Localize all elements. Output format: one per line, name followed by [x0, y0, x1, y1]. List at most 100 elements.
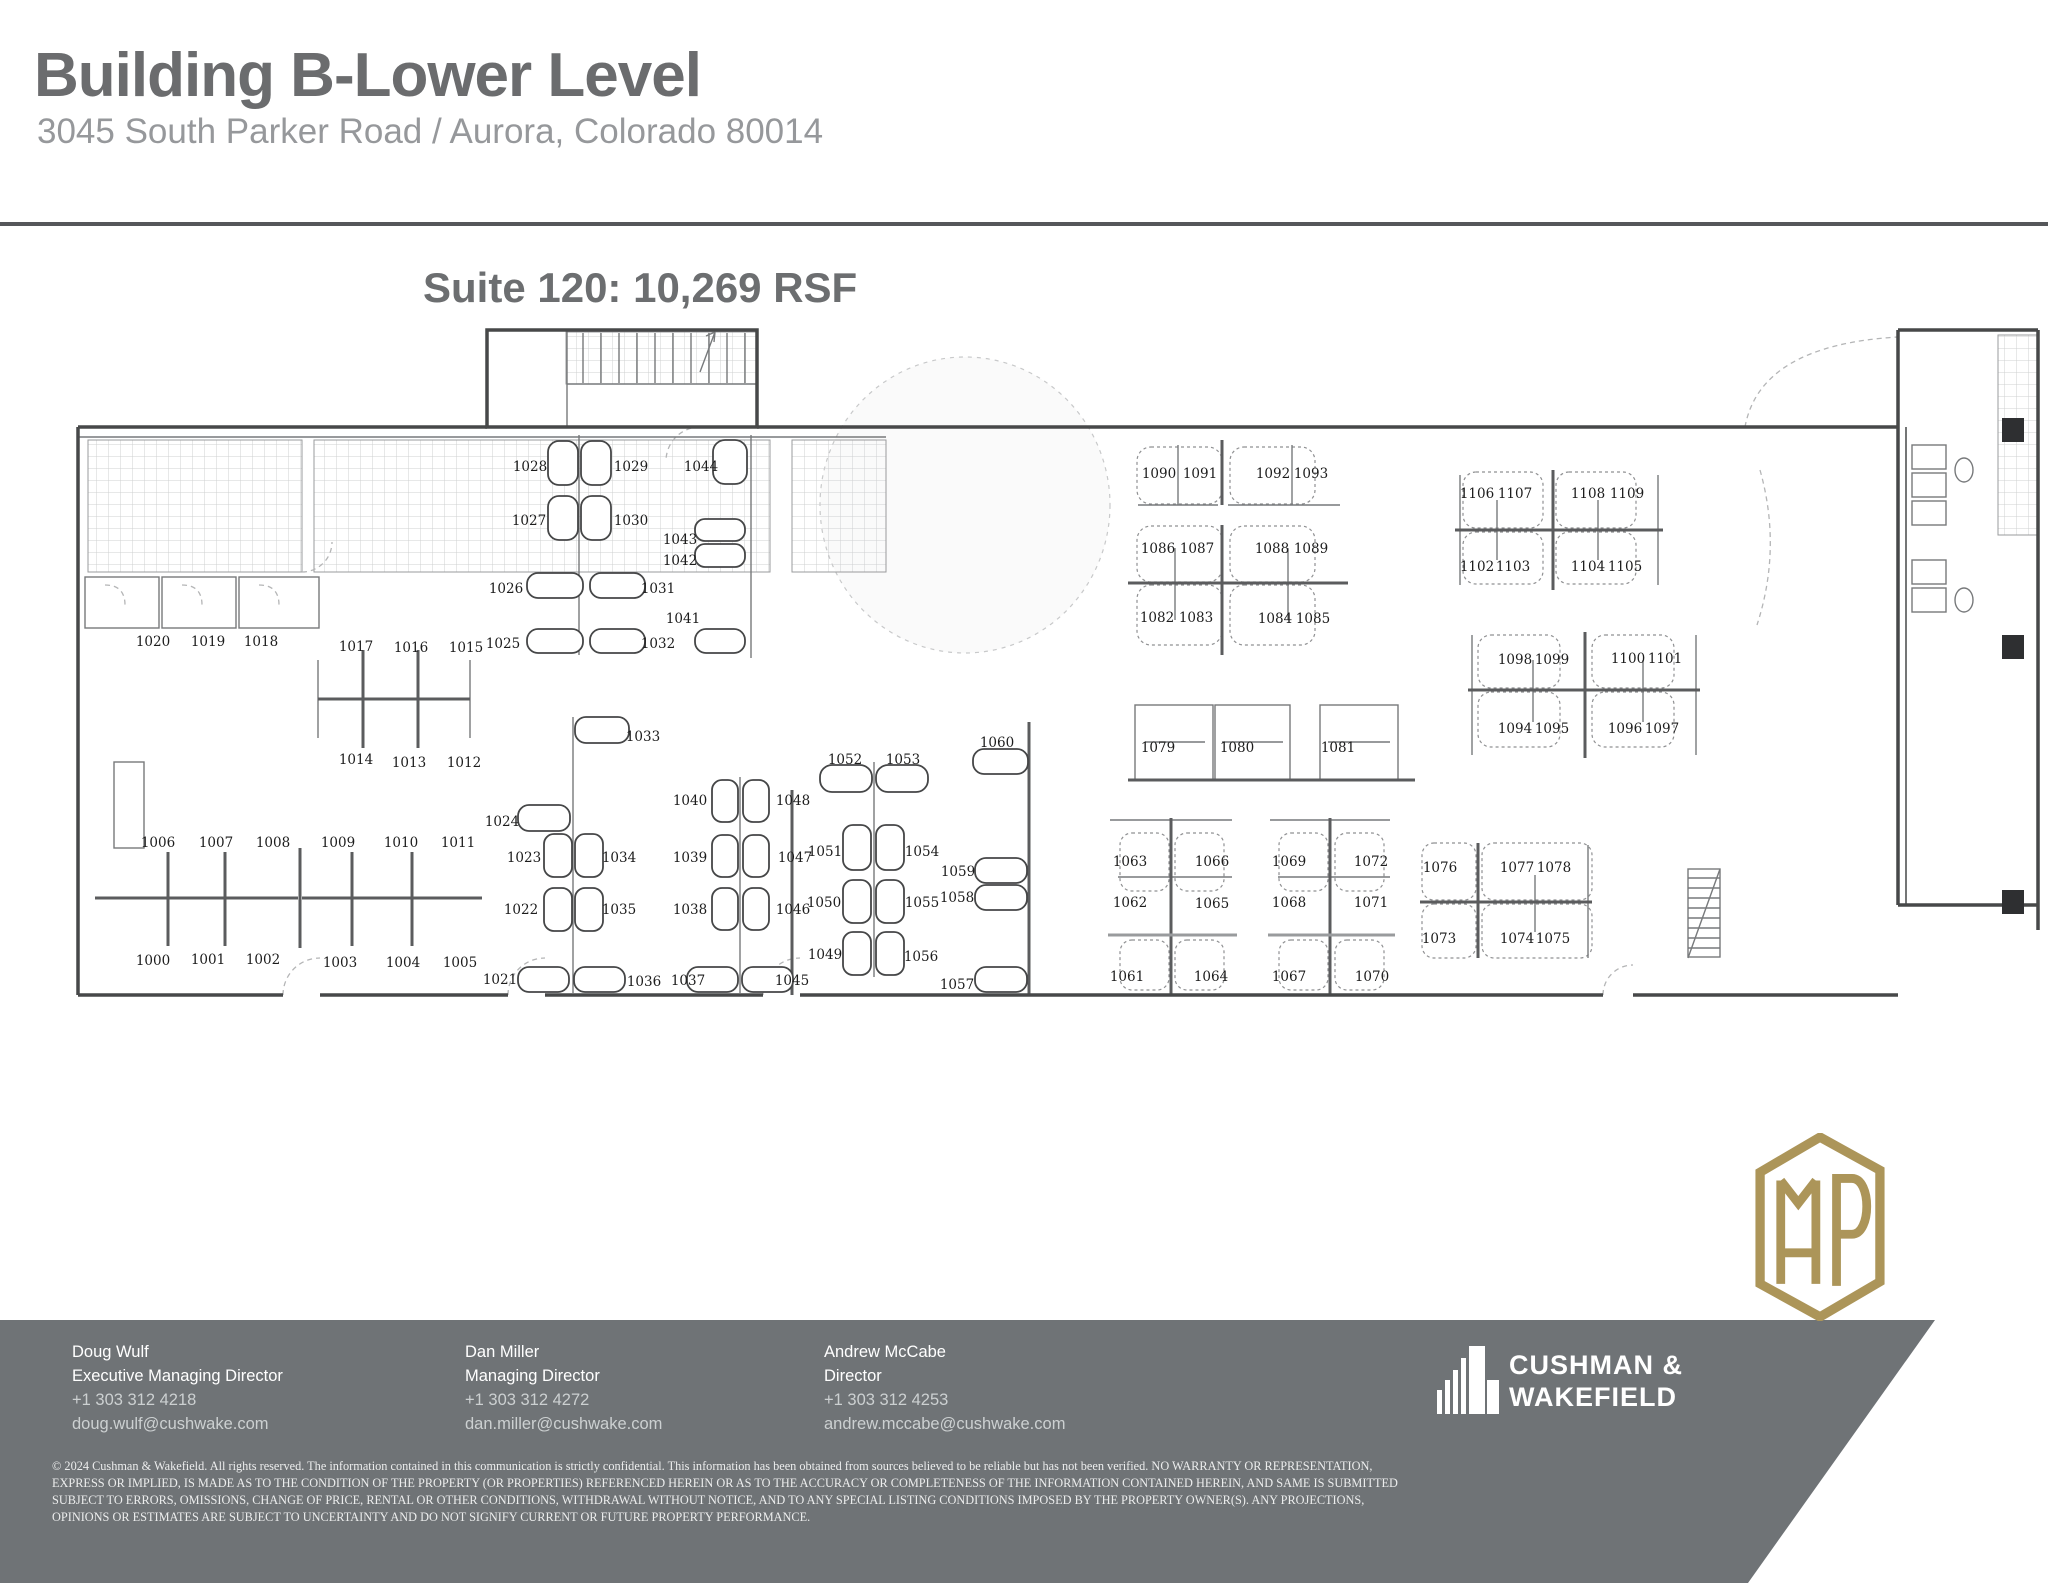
station-label-1101: 1101	[1648, 651, 1682, 667]
station-label-1095: 1095	[1535, 721, 1569, 737]
station-label-1038: 1038	[673, 902, 707, 918]
station-label-1040: 1040	[673, 793, 707, 809]
contact-email: andrew.mccabe@cushwake.com	[824, 1415, 1066, 1433]
station-label-1043: 1043	[663, 532, 697, 548]
station-label-1062: 1062	[1113, 895, 1147, 911]
station-label-1044: 1044	[684, 459, 718, 475]
station-label-1037: 1037	[671, 973, 705, 989]
station-label-1102: 1102	[1460, 559, 1494, 575]
station-label-1084: 1084	[1258, 611, 1292, 627]
station-label-1036: 1036	[627, 974, 661, 990]
station-label-1057: 1057	[940, 977, 974, 993]
station-label-1086: 1086	[1141, 541, 1175, 557]
cw-building-icon	[1437, 1346, 1499, 1414]
station-label-1064: 1064	[1194, 969, 1228, 985]
station-label-1085: 1085	[1296, 611, 1330, 627]
station-label-1075: 1075	[1536, 931, 1570, 947]
mhp-monogram-logo	[1755, 1133, 1885, 1321]
station-label-1012: 1012	[447, 755, 481, 771]
station-label-1071: 1071	[1354, 895, 1388, 911]
station-label-1031: 1031	[641, 581, 675, 597]
station-label-1098: 1098	[1498, 652, 1532, 668]
station-label-1104: 1104	[1571, 559, 1605, 575]
property-address: 3045 South Parker Road / Aurora, Colorad…	[37, 112, 824, 151]
station-label-1067: 1067	[1272, 969, 1306, 985]
station-label-1058: 1058	[940, 890, 974, 906]
station-label-1092: 1092	[1256, 466, 1290, 482]
station-label-1029: 1029	[614, 459, 648, 475]
station-label-1079: 1079	[1141, 740, 1175, 756]
station-label-1023: 1023	[507, 850, 541, 866]
desk-pods	[517, 439, 1029, 993]
cw-wordmark-line1: CUSHMAN &	[1509, 1350, 1683, 1380]
station-label-1010: 1010	[384, 835, 418, 851]
station-label-1093: 1093	[1294, 466, 1328, 482]
station-label-1030: 1030	[614, 513, 648, 529]
station-label-1048: 1048	[776, 793, 810, 809]
station-label-1005: 1005	[443, 955, 477, 971]
station-label-1049: 1049	[808, 947, 842, 963]
station-label-1072: 1072	[1354, 854, 1388, 870]
station-label-1065: 1065	[1195, 896, 1229, 912]
contact-card: Doug Wulf Executive Managing Director +1…	[72, 1340, 283, 1436]
station-label-1088: 1088	[1255, 541, 1289, 557]
contact-email: dan.miller@cushwake.com	[465, 1415, 663, 1433]
station-label-1070: 1070	[1355, 969, 1389, 985]
station-label-1056: 1056	[904, 949, 938, 965]
contact-title: Executive Managing Director	[72, 1367, 283, 1385]
station-label-1007: 1007	[199, 835, 233, 851]
station-label-1021: 1021	[483, 972, 517, 988]
station-label-1076: 1076	[1423, 860, 1457, 876]
cw-wordmark-line2: WAKEFIELD	[1509, 1382, 1677, 1412]
contact-name: Andrew McCabe	[824, 1343, 946, 1361]
hexagon-outline	[1755, 1133, 1885, 1321]
station-label-1074: 1074	[1500, 931, 1534, 947]
cubicle-outlines	[1119, 446, 1675, 991]
station-label-1016: 1016	[394, 640, 428, 656]
station-label-1013: 1013	[392, 755, 426, 771]
station-label-1108: 1108	[1571, 486, 1605, 502]
columns	[2002, 418, 2024, 914]
station-label-1094: 1094	[1498, 721, 1532, 737]
station-label-1014: 1014	[339, 752, 373, 768]
station-label-1027: 1027	[512, 513, 546, 529]
station-label-1059: 1059	[941, 864, 975, 880]
station-label-1008: 1008	[256, 835, 290, 851]
header-divider	[0, 222, 2048, 226]
station-label-1103: 1103	[1496, 559, 1530, 575]
station-label-1001: 1001	[191, 952, 225, 968]
station-label-1006: 1006	[141, 835, 175, 851]
station-label-1080: 1080	[1220, 740, 1254, 756]
station-label-1082: 1082	[1140, 610, 1174, 626]
station-label-1018: 1018	[244, 634, 278, 650]
station-label-1060: 1060	[980, 735, 1014, 751]
contact-phone: +1 303 312 4272	[465, 1391, 590, 1409]
station-label-1025: 1025	[486, 636, 520, 652]
station-label-1015: 1015	[449, 640, 483, 656]
contact-card: Andrew McCabe Director +1 303 312 4253 a…	[824, 1340, 1065, 1436]
station-label-1051: 1051	[808, 844, 842, 860]
station-label-1041: 1041	[666, 611, 700, 627]
station-label-1089: 1089	[1294, 541, 1328, 557]
partition-lines	[95, 440, 1700, 995]
station-label-1097: 1097	[1645, 721, 1679, 737]
station-label-1100: 1100	[1611, 651, 1645, 667]
monogram-p-stroke	[1832, 1174, 1872, 1286]
station-label-1011: 1011	[441, 835, 475, 851]
station-label-1096: 1096	[1608, 721, 1642, 737]
station-label-1034: 1034	[602, 850, 636, 866]
station-label-1107: 1107	[1498, 486, 1532, 502]
station-label-1073: 1073	[1422, 931, 1456, 947]
page-title: Building B-Lower Level	[34, 41, 702, 110]
contact-name: Doug Wulf	[72, 1343, 149, 1361]
station-label-1055: 1055	[905, 895, 939, 911]
contact-phone: +1 303 312 4218	[72, 1391, 197, 1409]
station-label-1050: 1050	[807, 895, 841, 911]
station-label-1087: 1087	[1180, 541, 1214, 557]
station-label-1000: 1000	[136, 953, 170, 969]
contact-email: doug.wulf@cushwake.com	[72, 1415, 269, 1433]
hatched-areas	[87, 331, 2039, 573]
